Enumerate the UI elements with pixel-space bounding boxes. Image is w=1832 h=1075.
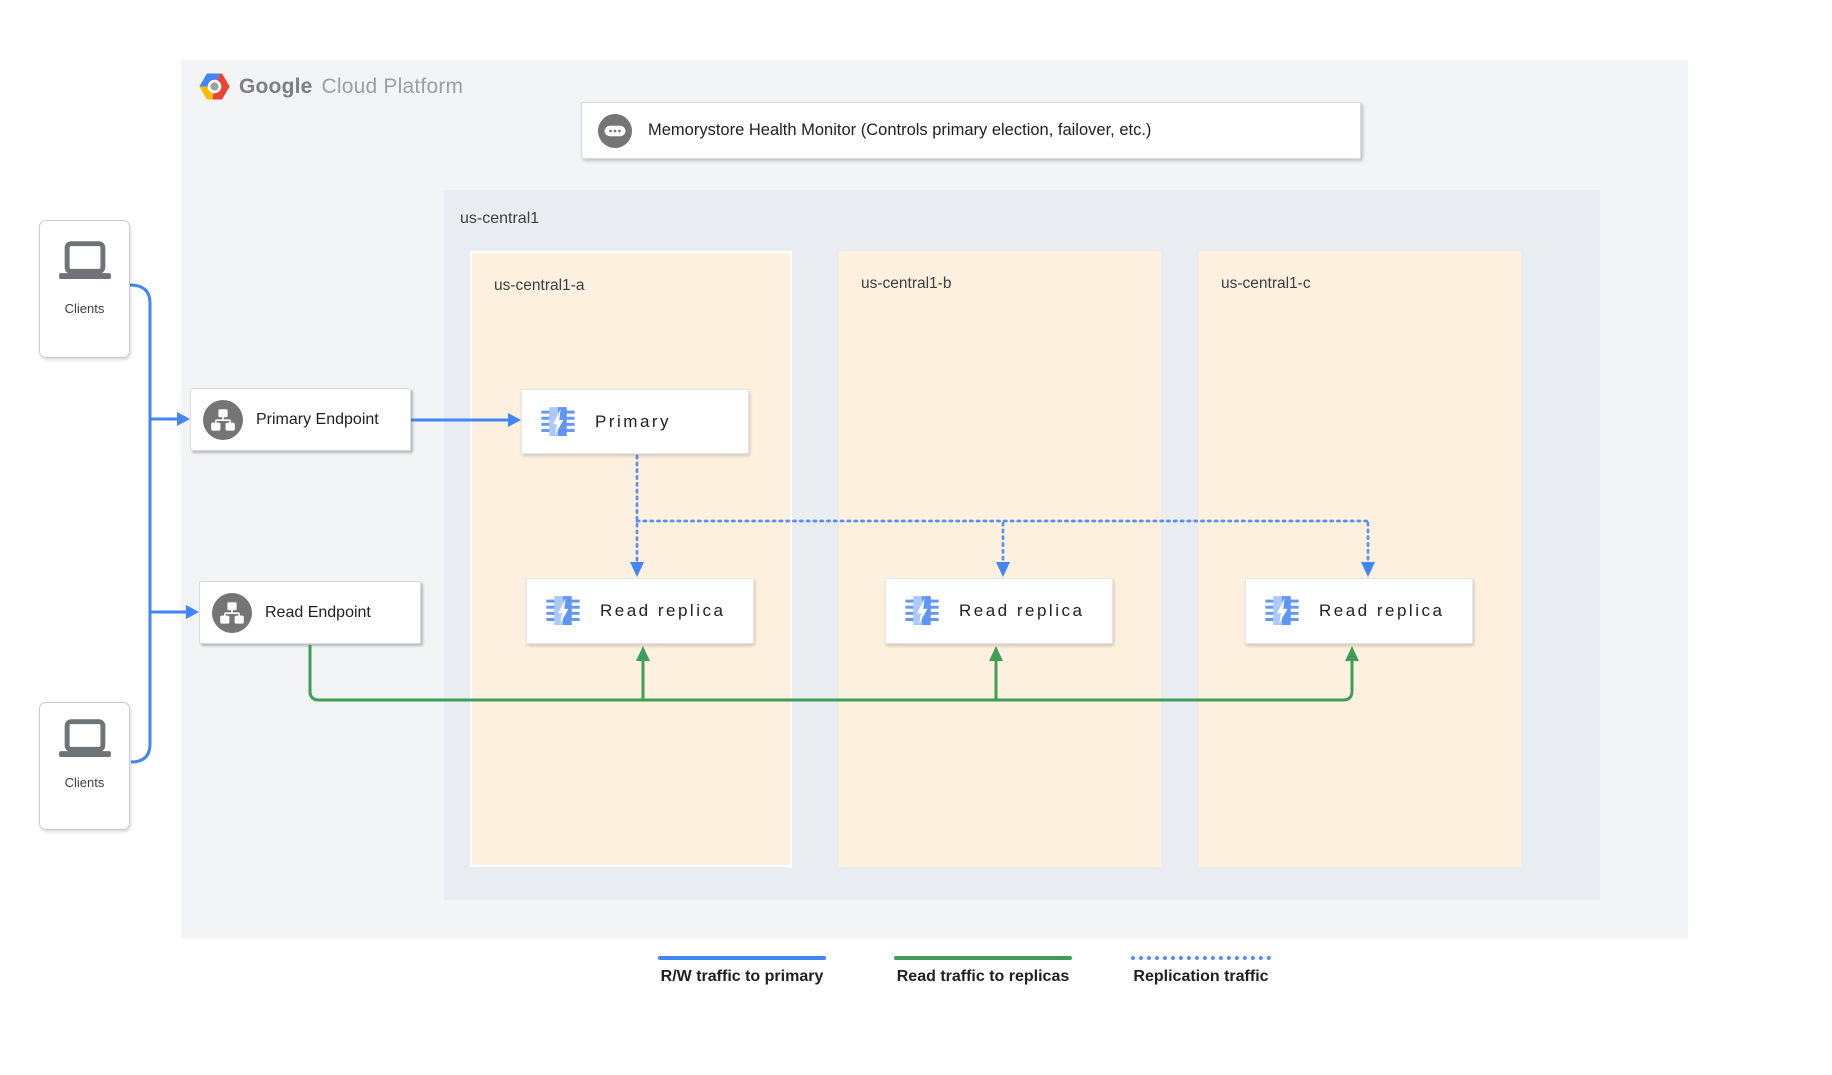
read-replica-b-label: Read replica <box>959 601 1085 620</box>
memorystore-icon <box>1265 596 1299 625</box>
legend-rw-label: R/W traffic to primary <box>660 968 824 985</box>
zone-us-central1-b: us-central1-b <box>839 251 1161 867</box>
clients-top-label: Clients <box>64 301 105 316</box>
memorystore-icon <box>905 596 939 625</box>
memorystore-icon <box>541 406 575 436</box>
legend-read-traffic: Read traffic to replicas <box>894 956 1072 986</box>
clients-bottom-box: Clients <box>39 702 130 830</box>
region-us-central1: us-central1 us-central1-a us-central1-b … <box>444 190 1600 900</box>
health-monitor-label: Memorystore Health Monitor (Controls pri… <box>648 121 1152 139</box>
legend-replication-label: Replication traffic <box>1133 968 1269 985</box>
zone-a-label: us-central1-a <box>494 277 585 294</box>
gcp-logo-icon <box>199 73 230 100</box>
legend-rw-traffic: R/W traffic to primary <box>658 956 826 986</box>
read-replica-a-box: Read replica <box>526 578 754 644</box>
laptop-icon <box>58 719 111 757</box>
primary-endpoint-label: Primary Endpoint <box>256 410 379 428</box>
primary-endpoint-box: Primary Endpoint <box>190 388 411 451</box>
network-endpoint-icon <box>203 399 243 440</box>
network-endpoint-icon <box>212 592 252 633</box>
zone-us-central1-a: us-central1-a <box>470 251 792 867</box>
zone-b-label: us-central1-b <box>861 275 952 292</box>
read-replica-b-box: Read replica <box>885 578 1113 644</box>
read-replica-c-box: Read replica <box>1245 578 1473 644</box>
legend-read-line <box>894 956 1072 960</box>
clients-bottom-label: Clients <box>64 775 105 790</box>
health-monitor-icon <box>598 113 632 148</box>
primary-node-label: Primary <box>595 411 672 431</box>
brand-google-text: Google <box>239 74 313 98</box>
read-replica-c-label: Read replica <box>1319 601 1445 620</box>
brand-suffix-text: Cloud Platform <box>321 74 464 98</box>
read-endpoint-box: Read Endpoint <box>199 581 421 644</box>
memorystore-icon <box>546 596 580 625</box>
read-replica-a-label: Read replica <box>600 601 726 620</box>
legend-replication-line <box>1131 956 1271 960</box>
clients-top-box: Clients <box>39 220 130 358</box>
region-label: us-central1 <box>460 210 540 227</box>
zone-c-label: us-central1-c <box>1221 275 1311 292</box>
health-monitor-box: Memorystore Health Monitor (Controls pri… <box>581 102 1361 159</box>
read-endpoint-label: Read Endpoint <box>265 603 371 621</box>
legend-replication-traffic: Replication traffic <box>1131 956 1271 986</box>
legend-read-label: Read traffic to replicas <box>896 968 1070 985</box>
gcp-brand: Google Cloud Platform <box>199 73 463 100</box>
zone-us-central1-c: us-central1-c <box>1199 251 1521 867</box>
legend-rw-line <box>658 956 826 960</box>
laptop-icon <box>58 241 111 279</box>
primary-node-box: Primary <box>521 389 749 454</box>
